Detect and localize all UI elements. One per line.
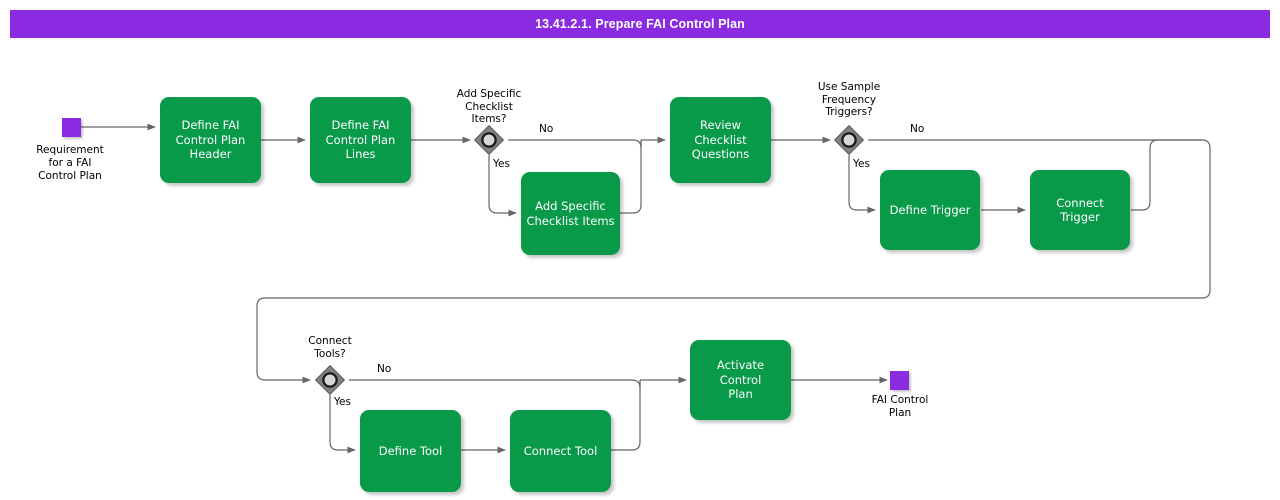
gateway-connect-tools-label: Connect Tools? xyxy=(308,335,352,360)
gateway2-no-label: No xyxy=(910,123,925,135)
gateway-diamond-icon xyxy=(833,124,865,156)
end-event-fai-control-plan[interactable] xyxy=(890,371,909,390)
gateway1-no-label: No xyxy=(539,123,554,135)
task-define-tool[interactable]: Define Tool xyxy=(360,410,461,492)
gateway-add-specific-checklist-items-label: Add Specific Checklist Items? xyxy=(456,88,522,125)
gateway-connect-tools[interactable] xyxy=(314,364,346,396)
task-define-fai-control-plan-header[interactable]: Define FAI Control Plan Header xyxy=(160,97,261,183)
end-event-label: FAI Control Plan xyxy=(871,394,929,419)
connector-routes xyxy=(256,139,1211,451)
task-connect-tool[interactable]: Connect Tool xyxy=(510,410,611,492)
task-activate-control-plan[interactable]: Activate Control Plan xyxy=(690,340,791,420)
gateway-diamond-icon xyxy=(473,124,505,156)
start-event-label: Requirement for a FAI Control Plan xyxy=(36,144,104,182)
task-add-specific-checklist-items[interactable]: Add Specific Checklist Items xyxy=(521,172,620,255)
gateway3-no-label: No xyxy=(377,363,392,375)
task-review-checklist-questions[interactable]: Review Checklist Questions xyxy=(670,97,771,183)
gateway-diamond-icon xyxy=(314,364,346,396)
task-define-fai-control-plan-lines[interactable]: Define FAI Control Plan Lines xyxy=(310,97,411,183)
gateway3-yes-label: Yes xyxy=(334,396,351,408)
connector-arrows xyxy=(81,123,1026,454)
gateway2-yes-label: Yes xyxy=(853,158,870,170)
task-define-trigger[interactable]: Define Trigger xyxy=(880,170,980,250)
task-connect-trigger[interactable]: Connect Trigger xyxy=(1030,170,1130,250)
title-bar: 13.41.2.1. Prepare FAI Control Plan xyxy=(10,10,1270,38)
gateway1-yes-label: Yes xyxy=(493,158,510,170)
gateway-use-sample-frequency-triggers-label: Use Sample Frequency Triggers? xyxy=(817,81,881,118)
gateway-add-specific-checklist-items[interactable] xyxy=(473,124,505,156)
page-title: 13.41.2.1. Prepare FAI Control Plan xyxy=(535,17,745,31)
start-event-requirement[interactable] xyxy=(62,118,81,137)
gateway-use-sample-frequency-triggers[interactable] xyxy=(833,124,865,156)
